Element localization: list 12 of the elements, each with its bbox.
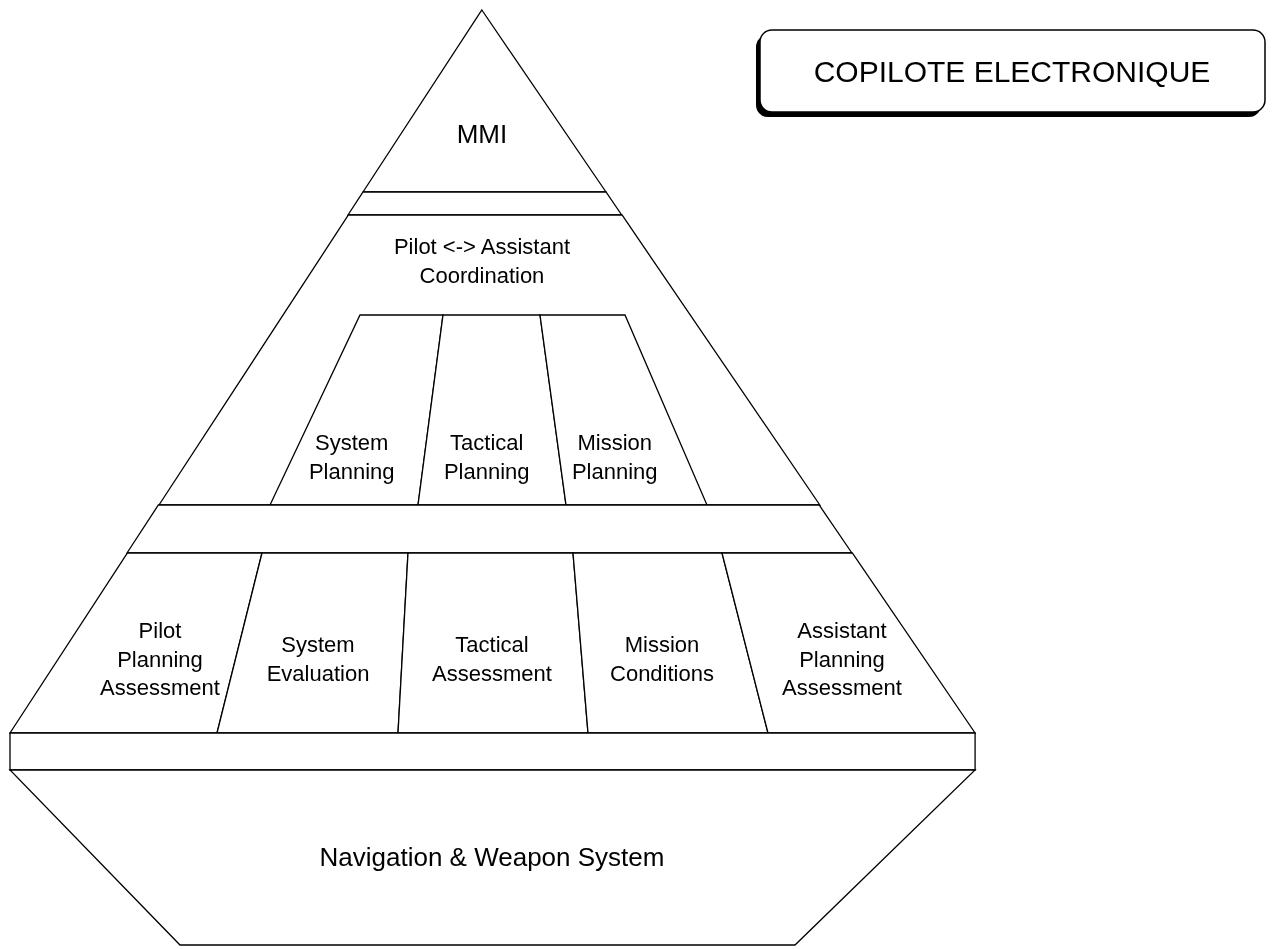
tier-label: Assistant Planning Assessment	[781, 617, 903, 703]
tier-label: Tactical Assessment	[431, 631, 553, 688]
tier-label: Mission Planning	[570, 429, 659, 486]
tier-label: Navigation & Weapon System	[318, 841, 666, 875]
tier-label: Pilot <-> Assistant Coordination	[392, 233, 572, 290]
tier-label: Tactical Planning	[442, 429, 531, 486]
tier-label: Mission Conditions	[609, 631, 715, 688]
tier-label: System Planning	[307, 429, 396, 486]
tier-label: COPILOTE ELECTRONIQUE	[812, 53, 1212, 90]
tier-label: MMI	[455, 118, 509, 152]
tier-label: System Evaluation	[265, 631, 371, 688]
tier-label: Pilot Planning Assessment	[99, 617, 221, 703]
